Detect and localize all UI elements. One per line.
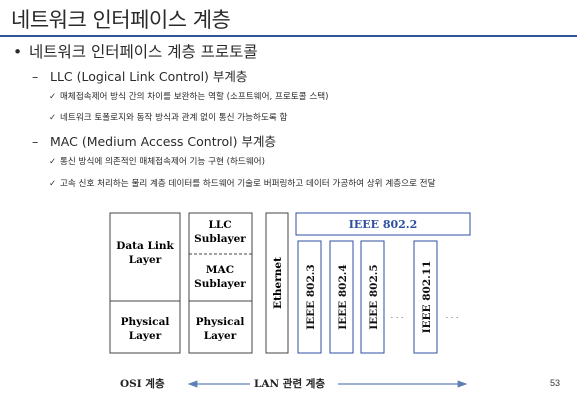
ethernet-column <box>265 212 289 354</box>
ieee-column-box <box>413 240 438 354</box>
ieee-column-box <box>297 240 322 354</box>
ieee-column-label: IEEE 802.11 <box>421 261 433 334</box>
dash-icon: – <box>32 69 39 84</box>
mac-heading: –MAC (Medium Access Control) 부계층 <box>32 131 276 150</box>
osi-column <box>109 212 181 354</box>
page-title: 네트워크 인터페이스 계층 <box>11 8 231 32</box>
title-underline <box>0 35 577 37</box>
osi-physical-line2: Layer <box>129 330 162 342</box>
lan-physical-line2: Layer <box>204 330 237 342</box>
ieee-column-label: IEEE 802.3 <box>305 264 317 329</box>
osi-data-link-line2: Layer <box>129 254 162 266</box>
lan-layer-label: LAN 관련 계층 <box>254 377 325 390</box>
check-icon: ✓ <box>49 92 57 102</box>
main-bullet-text: 네트워크 인터페이스 계층 프로토콜 <box>29 43 258 61</box>
mac-sublayer-line1: MAC <box>206 264 234 276</box>
ieee-column-box <box>329 240 354 354</box>
ethernet-label: Ethernet <box>272 257 284 309</box>
ieee-columns: IEEE 802.3 IEEE 802.4 IEEE 802.5 IEEE 802.1… <box>297 240 438 354</box>
llc-sublayer-line2: Sublayer <box>194 233 246 245</box>
mac-heading-text: MAC (Medium Access Control) 부계층 <box>50 134 276 149</box>
llc-heading: –LLC (Logical Link Control) 부계층 <box>32 66 247 85</box>
llc-item-text: 네트워크 토폴로지와 동작 방식과 관계 없이 통신 가능하도록 함 <box>60 113 288 123</box>
ieee-column-label: IEEE 802.5 <box>368 264 380 329</box>
page-number: 53 <box>550 378 561 388</box>
mac-item-text: 통신 방식에 의존적인 매체접속제어 기능 구현 (하드웨어) <box>60 157 265 167</box>
ieee-column-label: IEEE 802.4 <box>337 264 349 329</box>
check-icon: ✓ <box>49 179 57 189</box>
osi-data-link-line1: Data Link <box>116 240 174 252</box>
ellipsis: . . . <box>446 311 459 320</box>
ellipsis: . . . <box>391 311 404 320</box>
osi-layer-label: OSI 계층 <box>120 377 165 390</box>
mac-item-text: 고속 신호 처리하는 물리 계층 데이터를 하드웨어 기술로 버퍼링하고 데이터… <box>60 179 436 189</box>
llc-heading-text: LLC (Logical Link Control) 부계층 <box>50 69 248 84</box>
ieee-column-box <box>360 240 385 354</box>
main-bullet: • 네트워크 인터페이스 계층 프로토콜 <box>13 40 258 62</box>
ieee-8022-label: IEEE 802.2 <box>349 218 418 231</box>
mac-item: ✓통신 방식에 의존적인 매체접속제어 기능 구현 (하드웨어) <box>49 155 265 167</box>
llc-item: ✓매체접속제어 방식 간의 차이를 보완하는 역할 (소프트웨어, 프로토콜 스… <box>49 90 328 102</box>
bullet-dot-icon: • <box>13 43 23 61</box>
llc-item-text: 매체접속제어 방식 간의 차이를 보완하는 역할 (소프트웨어, 프로토콜 스택… <box>60 92 329 102</box>
llc-item: ✓네트워크 토폴로지와 동작 방식과 관계 없이 통신 가능하도록 함 <box>49 111 287 123</box>
osi-physical-line1: Physical <box>121 316 170 328</box>
dash-icon: – <box>32 134 39 149</box>
mac-item: ✓고속 신호 처리하는 물리 계층 데이터를 하드웨어 기술로 버퍼링하고 데이… <box>49 177 435 189</box>
mac-sublayer-line2: Sublayer <box>194 278 246 290</box>
lan-physical-line1: Physical <box>196 316 245 328</box>
llc-sublayer-line1: LLC <box>208 219 231 231</box>
lan-sublayer-column <box>188 212 253 354</box>
ieee-8022-box <box>295 212 471 236</box>
check-icon: ✓ <box>49 113 57 123</box>
check-icon: ✓ <box>49 157 57 167</box>
